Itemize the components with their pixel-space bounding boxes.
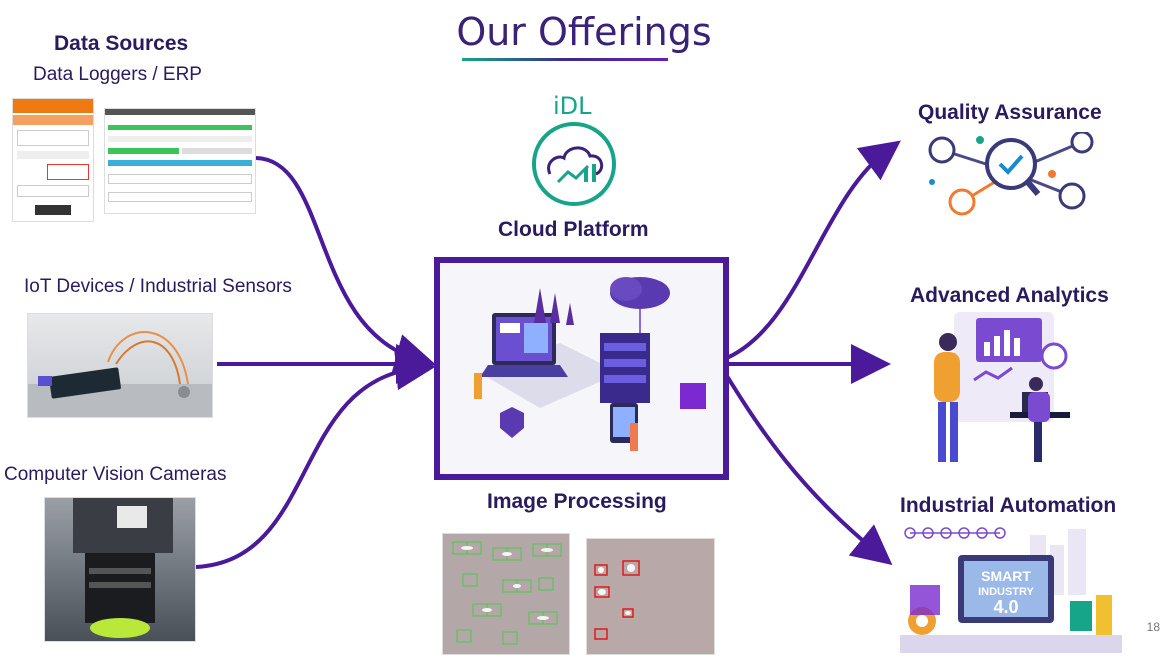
web-app-screenshot [104,108,256,214]
data-sources-subtitle: Data Loggers / ERP [33,64,202,85]
page-number: 18 [1146,620,1160,634]
arrow-cameras [195,350,436,569]
iot-sensor-photo [27,313,213,418]
iot-title: IoT Devices / Industrial Sensors [24,276,292,297]
page-title: Our Offerings [456,10,712,54]
idl-cloud-logo [532,122,616,206]
idl-logo-text: iDL [553,92,592,120]
cv-title: Computer Vision Cameras [4,464,227,485]
version-text: 4.0 [993,597,1018,617]
smart-text: SMART [981,568,1031,584]
advanced-analytics-title: Advanced Analytics [910,284,1109,307]
data-sources-title: Data Sources [54,32,189,55]
arrow-quality [721,140,901,362]
image-processing-title: Image Processing [487,490,667,513]
advanced-analytics-illustration [934,312,1070,462]
title-underline [462,58,668,61]
cloud-platform-illustration [434,257,729,480]
quality-assurance-title: Quality Assurance [918,101,1102,124]
image-processing-detection-sample [586,538,715,655]
arrow-automation [720,366,893,566]
mobile-app-screenshot [12,98,94,222]
arrow-data-sources [255,156,436,373]
smart-industry-illustration: SMART INDUSTRY 4.0 [900,525,1122,653]
image-processing-grid-sample [442,533,570,655]
cloud-platform-title: Cloud Platform [498,218,649,241]
quality-assurance-illustration [928,132,1094,216]
industry-text: INDUSTRY [978,586,1034,598]
industrial-automation-title: Industrial Automation [900,494,1117,517]
camera-photo [44,497,196,642]
